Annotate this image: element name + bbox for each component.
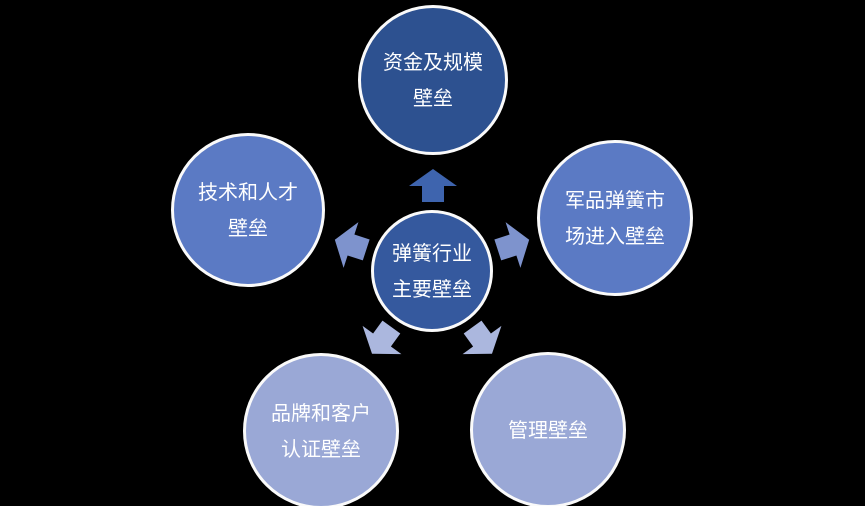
label-line: 管理壁垒 bbox=[508, 418, 588, 442]
arrow-up-right-shape bbox=[494, 222, 530, 268]
arrow-up-right-icon bbox=[494, 222, 530, 268]
label-line: 壁垒 bbox=[413, 86, 453, 110]
node-tech-talent-barrier: 技术和人才 壁垒 bbox=[171, 133, 325, 287]
arrow-down-right-icon bbox=[462, 320, 502, 355]
arrow-down-left-shape bbox=[362, 320, 402, 355]
arrow-down-right-shape bbox=[462, 320, 502, 355]
label-line: 军品弹簧市 bbox=[565, 188, 665, 212]
node-brand-certification-barrier: 品牌和客户 认证壁垒 bbox=[243, 353, 399, 506]
label-line: 技术和人才 bbox=[198, 180, 298, 204]
label-line: 场进入壁垒 bbox=[565, 224, 665, 248]
node-management-label: 管理壁垒 bbox=[508, 412, 588, 448]
arrow-up-icon bbox=[409, 169, 457, 202]
arrow-up-left-icon bbox=[334, 222, 370, 268]
node-tech-talent-label: 技术和人才 壁垒 bbox=[198, 174, 298, 246]
arrow-down-left-icon bbox=[362, 320, 402, 355]
label-line: 品牌和客户 bbox=[271, 401, 371, 425]
label-line: 资金及规模 bbox=[383, 50, 483, 74]
arrow-up-shape bbox=[409, 169, 457, 202]
node-capital-scale-label: 资金及规模 壁垒 bbox=[383, 44, 483, 116]
label-line: 认证壁垒 bbox=[281, 437, 361, 461]
node-military-market-label: 军品弹簧市 场进入壁垒 bbox=[565, 182, 665, 254]
label-line: 主要壁垒 bbox=[392, 277, 472, 301]
node-center-hub: 弹簧行业 主要壁垒 bbox=[371, 210, 493, 332]
arrow-up-left-shape bbox=[334, 222, 370, 268]
node-capital-scale-barrier: 资金及规模 壁垒 bbox=[358, 5, 508, 155]
node-center-label: 弹簧行业 主要壁垒 bbox=[392, 235, 472, 307]
label-line: 弹簧行业 bbox=[392, 241, 472, 265]
node-management-barrier: 管理壁垒 bbox=[470, 352, 626, 506]
node-brand-certification-label: 品牌和客户 认证壁垒 bbox=[271, 395, 371, 467]
node-military-market-barrier: 军品弹簧市 场进入壁垒 bbox=[537, 140, 693, 296]
label-line: 壁垒 bbox=[228, 216, 268, 240]
